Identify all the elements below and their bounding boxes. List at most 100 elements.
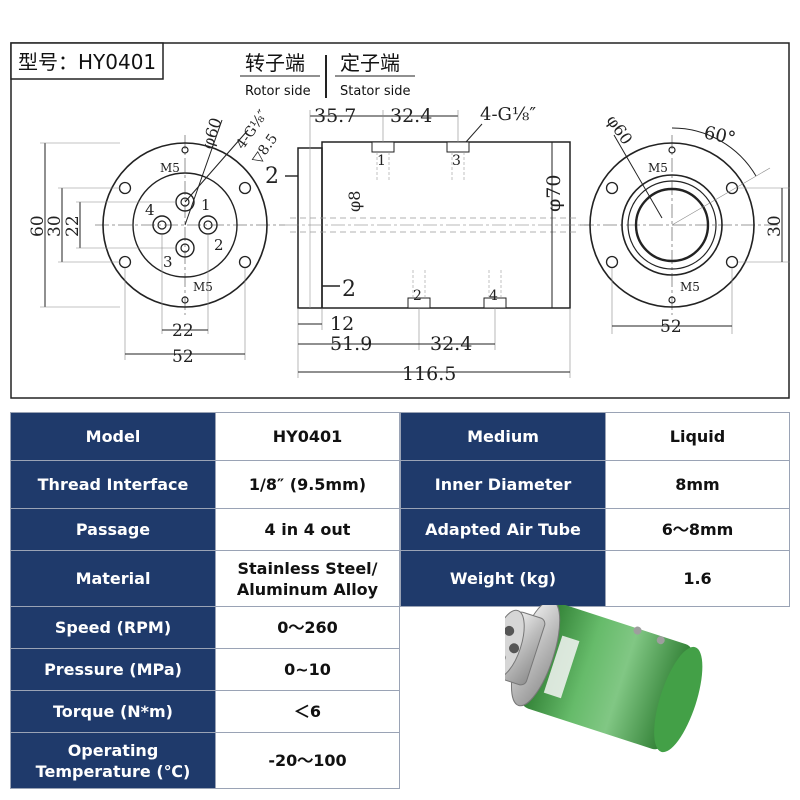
spec-value: Stainless Steel/ Aluminum Alloy [215,550,400,607]
svg-text:116.5: 116.5 [402,363,456,385]
svg-text:3: 3 [452,153,461,169]
svg-text:30: 30 [765,215,785,237]
spec-value: Liquid [605,412,790,461]
svg-text:60°: 60° [702,122,738,149]
spec-key: Adapted Air Tube [400,508,606,551]
spec-key: Medium [400,412,606,461]
stator-ring-outer [621,174,723,276]
svg-text:2: 2 [342,277,356,302]
svg-text:35.7: 35.7 [314,105,356,127]
rotor-flange-outline [102,142,268,308]
spec-value: 1.6 [605,550,790,607]
spec-row: Pressure (MPa)0~10 [10,648,400,691]
spec-value: 8mm [605,460,790,509]
svg-text:22: 22 [172,321,194,341]
technical-drawing: 型号：HY0401 转子端 Rotor side 定子端 Stator side… [10,42,790,399]
stator-side-en: Stator side [340,84,410,99]
spec-row: Torque (N*m)＜6 [10,690,400,733]
svg-text:M5: M5 [193,280,213,294]
mount-hole [238,255,252,269]
spec-value: HY0401 [215,412,400,461]
spec-key: Model [10,412,216,461]
svg-text:51.9: 51.9 [330,333,372,355]
spec-key: Weight (kg) [400,550,606,607]
svg-text:φ8: φ8 [345,191,364,212]
spec-value: 6～8mm [605,508,790,551]
svg-text:3: 3 [163,253,173,271]
spec-row: Operating Temperature (℃)-20～100 [10,732,400,789]
spec-value: ＜6 [215,690,400,733]
mount-hole [605,255,619,269]
svg-text:φ60: φ60 [198,115,226,151]
svg-text:52: 52 [172,347,194,367]
mount-hole [238,181,252,195]
svg-text:4-G⅛″: 4-G⅛″ [480,104,536,125]
svg-text:M5: M5 [160,161,180,175]
spec-value: 0~10 [215,648,400,691]
rotor-hub-outline [132,172,238,278]
svg-text:φ60: φ60 [603,111,637,148]
spec-row: Weight (kg)1.6 [400,550,790,607]
spec-key: Torque (N*m) [10,690,216,733]
stator-flange-outline [589,142,755,308]
stator-ring-inner [627,180,717,270]
product-photo [489,600,725,795]
mount-hole [118,255,132,269]
svg-text:1: 1 [201,196,211,214]
svg-text:52: 52 [660,317,682,337]
rotor-side-en: Rotor side [245,84,311,99]
svg-text:2: 2 [214,236,224,254]
spec-row: Speed (RPM)0～260 [10,606,400,649]
svg-text:32.4: 32.4 [390,105,432,127]
svg-text:1: 1 [377,153,386,169]
spec-key: Speed (RPM) [10,606,216,649]
m5-hole [181,146,189,154]
spec-key: Passage [10,508,216,551]
svg-text:22: 22 [63,215,83,237]
m5-hole [181,296,189,304]
spec-key: Material [10,550,216,607]
spec-key: Thread Interface [10,460,216,509]
mount-hole [725,255,739,269]
stator-side-cn: 定子端 [340,51,400,75]
mount-hole [725,181,739,195]
svg-text:M5: M5 [648,161,668,175]
svg-text:2: 2 [265,164,279,189]
drawing-frame [10,42,790,399]
side-view: 1 3 2 4 2 2 35.7 32.4 4-G⅛″ φ8 φ70 12 51… [265,104,590,385]
model-label: 型号：HY0401 [18,50,156,74]
stator-bore [634,187,710,263]
spec-key: Inner Diameter [400,460,606,509]
stator-end-view: M5 M5 60° φ60 30 52 [580,111,790,337]
svg-text:32.4: 32.4 [430,333,472,355]
spec-key: Pressure (MPa) [10,648,216,691]
spec-value: 4 in 4 out [215,508,400,551]
mount-hole [605,181,619,195]
spec-key: Operating Temperature (℃) [10,732,216,789]
svg-text:2: 2 [413,288,422,304]
svg-text:4: 4 [489,288,498,304]
svg-text:60: 60 [28,215,48,237]
svg-text:30: 30 [45,215,65,237]
rotor-side-cn: 转子端 [245,51,305,75]
mount-hole [118,181,132,195]
model-label-box [10,42,164,80]
m5-hole [668,146,676,154]
svg-text:4: 4 [145,201,155,219]
svg-text:12: 12 [330,313,354,335]
svg-text:φ70: φ70 [543,175,565,212]
spec-value: 1/8″ (9.5mm) [215,460,400,509]
rotor-end-view: 1 2 3 4 M5 M5 φ60 4-G⅛″ ▽8.5 60 30 22 22… [28,107,285,367]
svg-text:M5: M5 [680,280,700,294]
spec-value: -20～100 [215,732,400,789]
m5-hole [668,296,676,304]
